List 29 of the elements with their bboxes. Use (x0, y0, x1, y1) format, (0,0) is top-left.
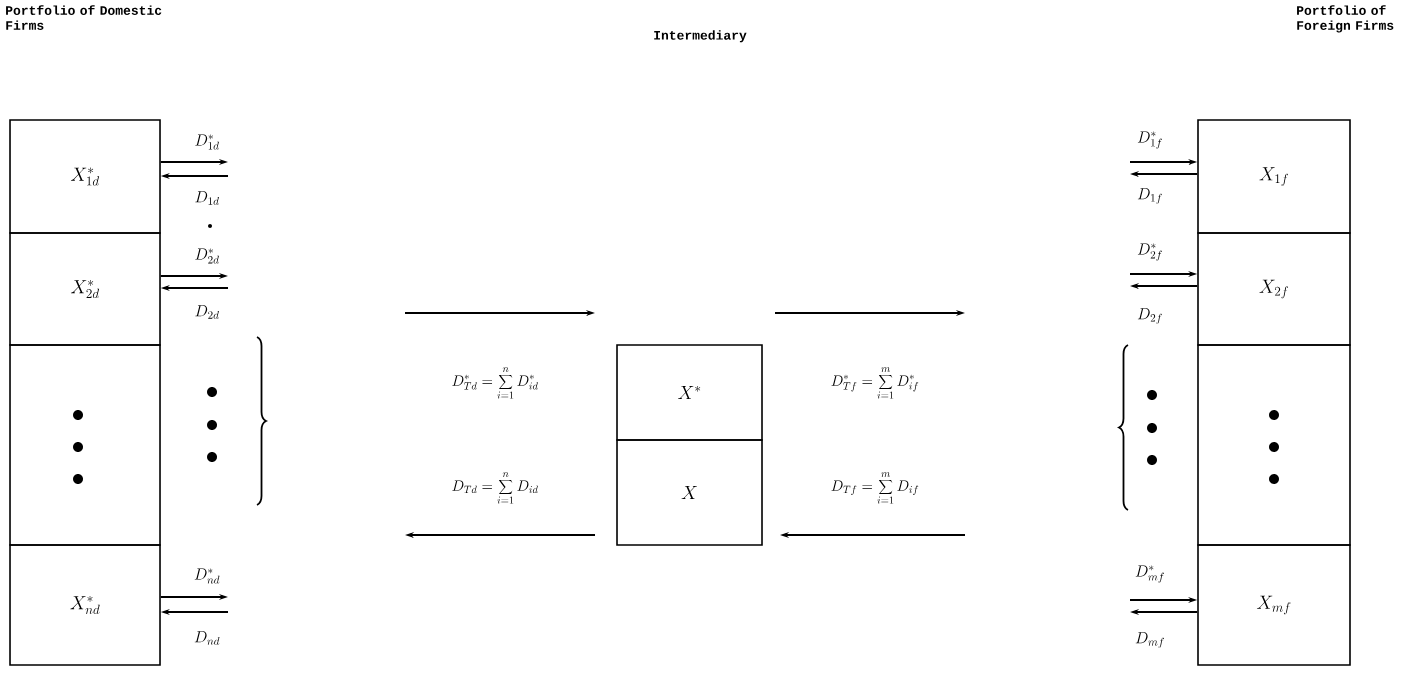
cell: $X^{*}$ (616, 344, 763, 441)
cell: $X_{mf}$ (1197, 544, 1351, 666)
cell (9, 344, 161, 546)
cell: $X$ (616, 439, 763, 546)
cell: $X^{*}_{2d}$ (9, 232, 161, 346)
edge-label: $D_{2d}$ (195, 305, 219, 319)
formula: $D^{*}_{Td}=\sum_{i=1}^{n}D^{*}_{id}$ (452, 367, 538, 399)
edge-label: $D^{*}_{nd}$ (194, 568, 220, 584)
edge-label: $D_{1f}$ (1137, 188, 1162, 204)
heading: Intermediary (654, 30, 747, 43)
formula: $D_{Td}=\sum_{i=1}^{n}D_{id}$ (452, 472, 538, 504)
heading: Portfolio of Foreign Firms (1297, 5, 1394, 33)
edge-label: $D_{2f}$ (1137, 308, 1162, 324)
heading: Portfolio of Domestic Firms (6, 5, 162, 30)
cell: $X_{2f}$ (1197, 232, 1351, 346)
cell: $X^{*}_{nd}$ (9, 544, 161, 666)
edge-label: $D^{*}_{1d}$ (195, 134, 219, 150)
edge-label: $D^{*}_{2d}$ (195, 248, 219, 264)
edge-label: $D^{*}_{mf}$ (1135, 565, 1164, 583)
edge-label: $D_{1d}$ (195, 191, 219, 205)
cell: $X^{*}_{1d}$ (9, 119, 161, 234)
edge-label: $D^{*}_{2f}$ (1137, 243, 1162, 261)
cell: $X_{1f}$ (1197, 119, 1351, 234)
edge-label: $D^{*}_{1f}$ (1137, 131, 1162, 149)
edge-label: $D_{mf}$ (1135, 632, 1164, 648)
edge-label: $D_{nd}$ (194, 631, 220, 645)
formula: $D^{*}_{Tf}=\sum_{i=1}^{m}D^{*}_{if}$ (831, 367, 919, 399)
cell (1197, 344, 1351, 546)
formula: $D_{Tf}=\sum_{i=1}^{m}D_{if}$ (831, 472, 919, 504)
